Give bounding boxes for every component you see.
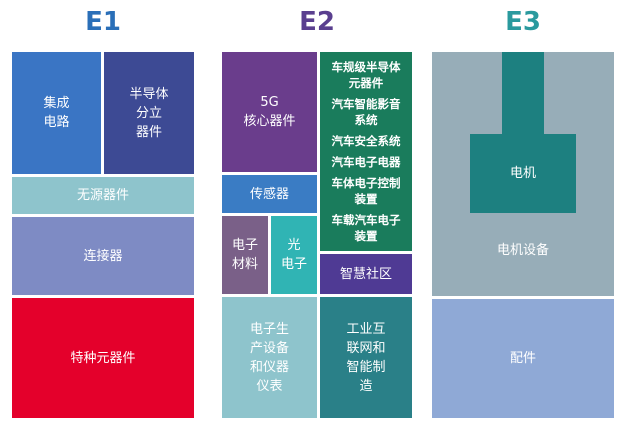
block-label: 特种元器件 (70, 350, 136, 366)
block-motor: 电机 (470, 134, 576, 213)
column-title-e2: E2 (299, 7, 335, 37)
block-label: 光 电子 (280, 238, 307, 272)
block-smart-community: 智慧社区 (320, 254, 412, 294)
block-optoelectronics: 光 电子 (271, 216, 317, 294)
block-label: 电机设备 (496, 243, 549, 258)
automotive-item: 汽车电子电器 (331, 155, 401, 170)
block-industrial-internet: 工业互 联网和 智能制 造 (320, 297, 412, 418)
block-special-components: 特种元器件 (12, 298, 194, 418)
block-parts: 配件 (432, 299, 614, 418)
block-connectors: 连接器 (12, 217, 194, 295)
block-label: 电子 材料 (231, 238, 258, 272)
automotive-item: 车规级半导体 元器件 (331, 59, 401, 90)
block-discrete-semiconductor: 半导体 分立 器件 (104, 52, 194, 174)
column-title-e1: E1 (85, 7, 121, 37)
block-label: 无源器件 (76, 188, 129, 203)
block-label: 集成 电路 (43, 96, 70, 130)
block-label: 5G 核心器件 (243, 95, 296, 129)
column-title-e3: E3 (505, 7, 541, 37)
block-label: 工业互 联网和 智能制 造 (346, 321, 386, 394)
block-integrated-circuit: 集成 电路 (12, 52, 101, 174)
block-electronic-materials: 电子 材料 (222, 216, 268, 294)
automotive-item: 车体电子控制 装置 (331, 176, 401, 207)
automotive-item: 汽车安全系统 (331, 133, 401, 148)
block-5g-core: 5G 核心器件 (222, 52, 317, 172)
block-manufacturing-equipment: 电子生 产设备 和仪器 仪表 (222, 297, 317, 418)
block-label: 配件 (509, 351, 536, 366)
block-label: 电机 (509, 166, 536, 181)
block-label: 智慧社区 (339, 266, 392, 282)
block-motor-stem (502, 52, 544, 136)
automotive-item: 车载汽车电子 装置 (331, 213, 401, 244)
block-label: 半导体 分立 器件 (129, 86, 169, 140)
block-label: 电子生 产设备 和仪器 仪表 (249, 321, 289, 394)
block-automotive-electronics: 车规级半导体 元器件 汽车智能影音 系统 汽车安全系统 汽车电子电器 车体电子控… (320, 52, 412, 251)
automotive-item: 汽车智能影音 系统 (331, 96, 401, 127)
block-passive-components: 无源器件 (12, 177, 194, 214)
block-label: 传感器 (249, 186, 289, 202)
block-label: 连接器 (83, 248, 123, 264)
block-sensors: 传感器 (222, 175, 317, 213)
